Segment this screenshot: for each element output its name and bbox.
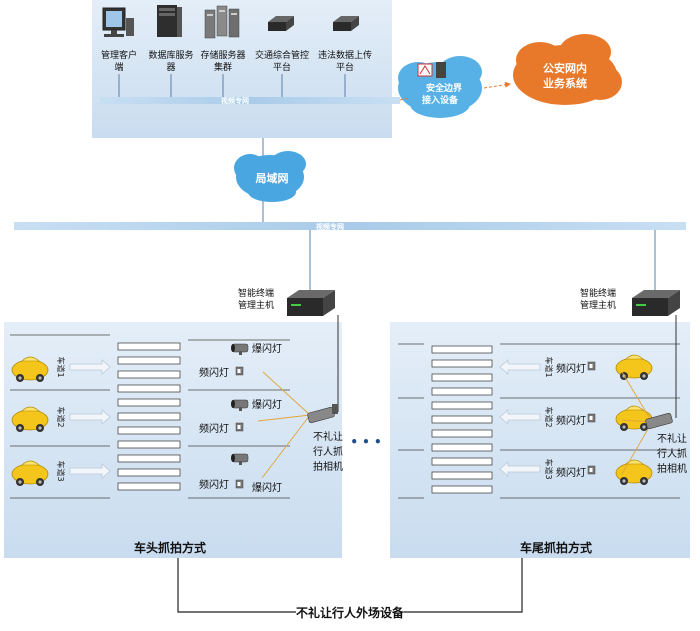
platform-box-icon (268, 16, 294, 31)
left-camera-label-3: 拍相机 (313, 460, 343, 473)
left-mode-title: 车头抓拍方式 (134, 540, 206, 555)
bottom-title: 不礼让行人外场设备 (296, 605, 405, 620)
left-lane-lines (10, 334, 290, 499)
strobe-light-icon (587, 413, 596, 423)
gateway-link (399, 97, 411, 101)
lan-cloud (234, 151, 306, 202)
right-lane-lines (398, 343, 680, 499)
strobe-light-icon (235, 479, 244, 489)
police-system-label-2: 业务系统 (543, 76, 587, 90)
server-tower-icon (157, 5, 182, 37)
strobe-light-icon (587, 361, 596, 371)
security-gateway-label-1: 安全边界 (426, 82, 462, 94)
bottom-title-bg (296, 603, 404, 621)
left-host-label-2: 管理主机 (238, 299, 274, 311)
platform-box-icon (333, 16, 359, 31)
police-link (483, 81, 511, 89)
left-camera-label-2: 行人抓 (313, 445, 343, 458)
right-lane-label-2: 车道2 (544, 406, 554, 427)
camera-icon (307, 404, 338, 424)
device-label-client-2: 端 (114, 61, 123, 73)
device-label-client: 管理客户 (101, 49, 137, 61)
ellipsis: • • • (350, 435, 381, 449)
device-label-storage-2: 集群 (214, 61, 232, 73)
left-direction-arrows (69, 359, 111, 479)
device-label-db: 数据库服务 (148, 49, 193, 61)
right-crosswalk (431, 345, 493, 494)
right-flash-label-3: 频闪灯 (556, 466, 586, 479)
left-flash-label-6: 爆闪灯 (252, 481, 282, 494)
video-net-bar-main (14, 222, 686, 230)
left-flash-label-3: 爆闪灯 (252, 398, 282, 411)
device-label-storage: 存储服务器 (200, 49, 245, 61)
device-label-db-2: 器 (166, 62, 175, 73)
security-gateway-label-2: 接入设备 (422, 94, 459, 106)
right-host-label-1: 智能终端 (580, 287, 616, 299)
device-label-traffic: 交通综合管控 (255, 49, 309, 61)
device-label-traffic-2: 平台 (273, 61, 291, 73)
right-mode-title: 车尾抓拍方式 (520, 540, 592, 555)
left-camera-label-1: 不礼让 (313, 430, 343, 443)
device-links (118, 74, 346, 100)
video-net-label-main: 视频专网 (316, 222, 344, 231)
video-net-label-top: 视频专网 (221, 96, 249, 105)
right-lane-label-1: 车道1 (544, 356, 554, 377)
left-lane-label-1: 车道1 (56, 356, 66, 377)
firewall-icon (417, 62, 446, 78)
strobe-light-icon (235, 422, 244, 432)
right-panel (390, 322, 690, 558)
right-camera-label-2: 行人抓 (657, 447, 687, 460)
camera-icon (645, 412, 673, 430)
right-flash-label-1: 频闪灯 (556, 362, 586, 375)
police-system-cloud (513, 34, 622, 105)
left-lane-label-3: 车道3 (56, 460, 66, 481)
device-label-upload: 违法数据上传 (318, 49, 372, 61)
left-flash-label-5: 频闪灯 (199, 478, 229, 491)
right-camera-label-3: 拍相机 (657, 462, 687, 475)
left-lane-label-2: 车道2 (56, 406, 66, 427)
right-camera-label-1: 不礼让 (657, 432, 687, 445)
left-flash-label-2: 频闪灯 (199, 366, 229, 379)
monitor-icon (102, 7, 134, 37)
left-host-icon (287, 290, 335, 316)
left-camera-beams (257, 371, 311, 479)
right-flash-label-2: 频闪灯 (556, 414, 586, 427)
left-host-label-1: 智能终端 (238, 287, 274, 299)
right-host-icon (632, 290, 680, 316)
strobe-light-icon (235, 366, 244, 376)
device-label-upload-2: 平台 (336, 61, 354, 73)
right-host-label-2: 管理主机 (580, 299, 616, 311)
right-lane-label-3: 车道3 (544, 458, 554, 479)
left-flash-label-1: 爆闪灯 (252, 342, 282, 355)
right-direction-arrows (499, 359, 541, 477)
lan-label: 局域网 (255, 171, 289, 185)
storage-cluster-icon (204, 5, 240, 39)
left-crosswalk (117, 342, 181, 491)
left-flash-label-4: 频闪灯 (199, 422, 229, 435)
video-net-bar-top (100, 97, 400, 104)
strobe-light-icon (587, 465, 596, 475)
police-system-label-1: 公安网内 (543, 61, 587, 75)
